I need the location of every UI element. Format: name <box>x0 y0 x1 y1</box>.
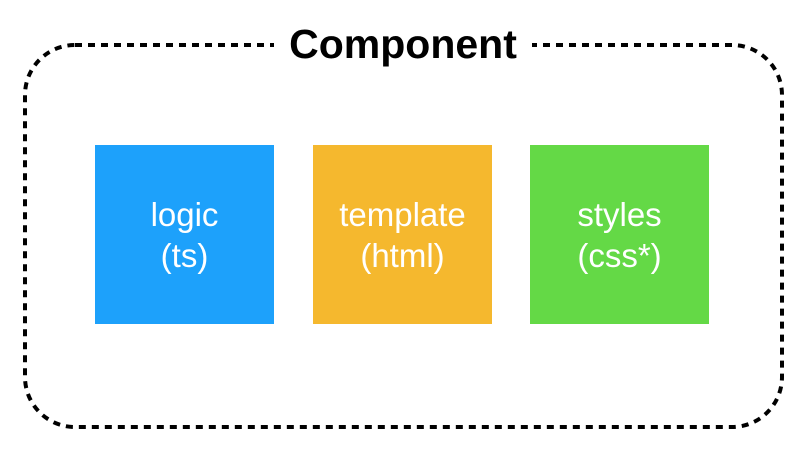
styles-label: styles <box>577 195 662 233</box>
styles-box: styles (css*) <box>530 145 709 324</box>
logic-label: logic <box>150 195 219 233</box>
component-title: Component <box>274 18 532 70</box>
template-box: template (html) <box>313 145 492 324</box>
template-label: template <box>339 195 466 233</box>
logic-box: logic (ts) <box>95 145 274 324</box>
logic-sublabel: (ts) <box>160 236 209 274</box>
template-sublabel: (html) <box>360 236 445 274</box>
styles-sublabel: (css*) <box>577 236 662 274</box>
